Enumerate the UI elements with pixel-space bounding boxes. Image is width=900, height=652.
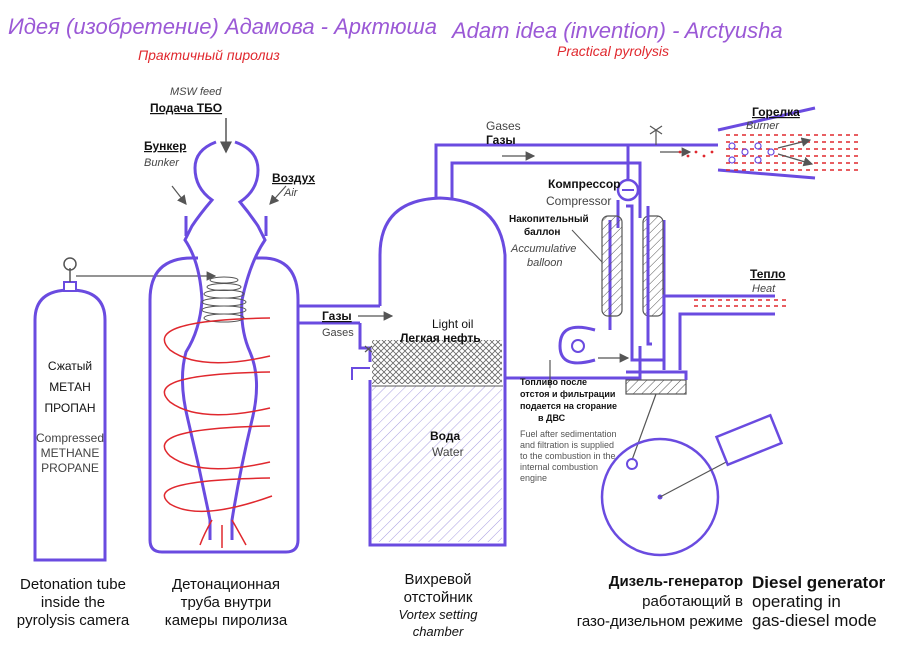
fuel-ru-4: в ДВС (538, 413, 566, 423)
caption-vortex-ru-1: Вихревой (404, 571, 471, 588)
compressor (549, 145, 666, 388)
gases-mid-en: Gases (322, 327, 354, 339)
burner (678, 106, 860, 180)
burner-en: Burner (746, 120, 780, 132)
caption-diesel-ru-3: газо-дизельном режиме (577, 613, 743, 630)
subtitle-en: Practical pyrolysis (557, 43, 669, 59)
caption-diesel-en-2: operating in (752, 592, 841, 611)
light-oil-en: Light oil (432, 317, 473, 331)
diesel-generator (600, 370, 784, 557)
caption-diesel-en-3: gas-diesel mode (752, 611, 877, 630)
fuel-en-3: to the combustion in the (520, 451, 616, 461)
fuel-en-5: engine (520, 473, 547, 483)
heat-ru: Тепло (750, 267, 785, 281)
gases-mid-ru: Газы (322, 309, 352, 323)
light-oil-ru: Легкая нефть (400, 331, 481, 345)
heating-coil (163, 317, 273, 513)
caption-detonation-en-1: Detonation tube (20, 576, 126, 593)
balloon-en-1: Accumulative (510, 243, 576, 255)
valve-icon[interactable] (63, 257, 77, 271)
caption-vortex-en-2: chamber (413, 624, 464, 639)
caption-detonation-ru-3: камеры пиролиза (165, 612, 288, 629)
tank-ru-3: ПРОПАН (45, 401, 96, 415)
title-en: Adam idea (invention) - Arctyusha (450, 18, 783, 43)
caption-diesel-ru-1: Дизель-генератор (609, 573, 743, 590)
fuel-en-2: and filtration is supplied (520, 440, 614, 450)
bunker-en: Bunker (144, 157, 180, 169)
caption-detonation-ru-2: труба внутри (181, 594, 272, 611)
air-ru: Воздух (272, 171, 315, 185)
balloon-en-2: balloon (527, 257, 562, 269)
heat-exchanger (662, 294, 790, 370)
bunker-ru: Бункер (144, 139, 186, 153)
air-en: Air (283, 187, 299, 199)
tank-en-2: METHANE (41, 446, 100, 460)
caption-diesel-ru-2: работающий в (642, 593, 743, 610)
pyrolysis-chamber (148, 256, 380, 554)
subtitle-ru: Практичный пиролиз (138, 47, 280, 63)
tank-en-3: PROPANE (41, 461, 99, 475)
compressor-ru: Компрессор (548, 177, 620, 191)
vortex-chamber (351, 143, 718, 547)
tank-en-1: Compressed (36, 431, 104, 445)
fuel-en-1: Fuel after sedimentation (520, 429, 617, 439)
caption-detonation-en-3: pyrolysis camera (17, 612, 130, 629)
balloon-ru-2: баллон (524, 226, 560, 238)
heat-en: Heat (752, 283, 776, 295)
msw-en: MSW feed (170, 86, 222, 98)
tank-ru-1: Сжатый (48, 359, 92, 373)
compressor-en: Compressor (546, 194, 611, 208)
gas-cylinder (33, 257, 217, 562)
caption-vortex-en-1: Vortex setting (398, 607, 478, 622)
caption-diesel-en-1: Diesel generator (752, 573, 886, 592)
fuel-en-4: internal combustion (520, 462, 598, 472)
caption-detonation-ru-1: Детонационная (172, 576, 280, 593)
caption-detonation-en-2: inside the (41, 594, 105, 611)
msw-ru: Подача ТБО (150, 101, 222, 115)
burner-ru: Горелка (752, 105, 800, 119)
gases-top-ru: Газы (486, 133, 516, 147)
title-ru: Идея (изобретение) Адамова - Арктюша (8, 14, 437, 39)
water-ru: Вода (430, 429, 460, 443)
fuel-ru-2: отстоя и фильтрации (520, 389, 615, 399)
tank-ru-2: МЕТАН (49, 380, 91, 394)
caption-vortex-ru-2: отстойник (404, 589, 473, 606)
water-en: Water (432, 445, 464, 459)
detonation-tube (163, 140, 273, 548)
balloon-ru-1: Накопительный (509, 214, 589, 225)
gases-top-en: Gases (486, 119, 521, 133)
fuel-ru-1: Топливо после (520, 377, 587, 387)
fuel-ru-3: подается на сгорание (520, 401, 617, 411)
